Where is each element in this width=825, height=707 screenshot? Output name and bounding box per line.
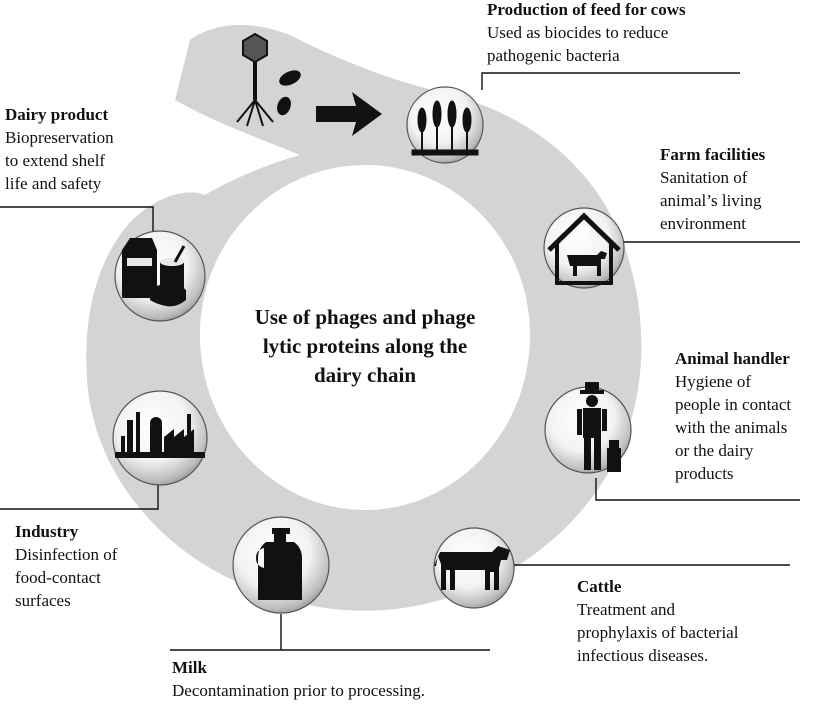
feed-disc [406,86,484,164]
factory-icon [115,412,205,458]
chain-ring [86,24,642,611]
cattle-title: Cattle [577,577,622,596]
dairy-label: Dairy product Biopreservation to extend … [5,103,114,195]
industry-disc [112,390,208,486]
arrow-icon [316,92,382,136]
handler-desc-3: with the animals [675,418,788,437]
leader-lines [0,72,800,651]
farm-title: Farm facilities [660,145,766,164]
handler-title: Animal handler [675,349,790,368]
milk-desc-1: Decontamination prior to processing. [172,681,426,700]
dairy-desc-1: Biopreservation [5,128,114,147]
center-title-line-2: lytic proteins along the [262,334,468,358]
handler-desc-1: Hygiene of [675,372,752,391]
wheat-icon [411,100,479,156]
milk-title: Milk [172,658,207,677]
cattle-desc-1: Treatment and [577,600,676,619]
milk-label: Milk Decontamination prior to processing… [172,656,425,702]
feed-desc-1: Used as biocides to reduce [487,23,669,42]
industry-desc-3: surfaces [15,591,71,610]
farm-desc-2: animal’s living [660,191,762,210]
barn-icon [547,212,621,285]
milk-leader [170,614,490,651]
handler-disc [544,382,632,474]
industry-desc-1: Disinfection of [15,545,118,564]
center-title-line-3: dairy chain [313,363,417,387]
handler-desc-4: or the dairy [675,441,754,460]
feed-title: Production of feed for cows [487,0,686,19]
farm-disc [543,207,625,289]
farm-label: Farm facilities Sanitation of animal’s l… [660,143,765,235]
phage-icon [236,32,301,127]
farm-desc-3: environment [660,214,746,233]
industry-leader [0,484,159,510]
center-title-line-1: Use of phages and phage [254,305,476,329]
dairy-desc-3: life and safety [5,174,102,193]
industry-label: Industry Disinfection of food-contact su… [15,520,117,612]
cattle-disc [433,527,515,609]
feed-label: Production of feed for cows Used as bioc… [487,0,686,67]
industry-title: Industry [15,522,79,541]
cattle-desc-3: infectious diseases. [577,646,709,665]
dairy-disc [114,230,206,322]
milk-disc [232,516,330,614]
ring-tail [200,190,222,262]
center-title: Use of phages and phage lytic proteins a… [215,303,515,390]
farmer-icon [577,382,621,472]
handler-desc-5: products [675,464,734,483]
dairy-products-icon [122,238,186,307]
dairy-title: Dairy product [5,105,109,124]
farm-desc-1: Sanitation of [660,168,748,187]
industry-desc-2: food-contact [15,568,101,587]
feed-leader [481,72,740,90]
handler-label: Animal handler Hygiene of people in cont… [675,347,791,485]
dairy-desc-2: to extend shelf [5,151,106,170]
dairy-leader [0,206,154,232]
cow-icon [434,546,510,590]
cattle-label: Cattle Treatment and prophylaxis of bact… [577,575,738,667]
feed-desc-2: pathogenic bacteria [487,46,620,65]
cattle-desc-2: prophylaxis of bacterial [577,623,739,642]
handler-desc-2: people in contact [675,395,792,414]
handler-leader [595,478,800,501]
milk-can-icon [256,528,302,600]
